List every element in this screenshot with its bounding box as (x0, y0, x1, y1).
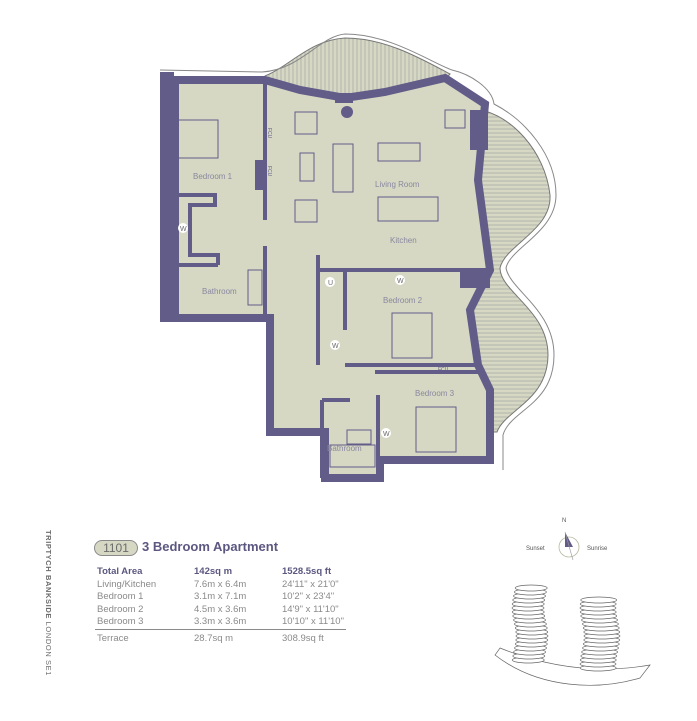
room-metric: 3.3m x 3.6m (194, 616, 247, 627)
fcu-label: FCU (266, 128, 272, 139)
terrace-right (469, 109, 551, 433)
room-label-living: Living Room (375, 180, 420, 189)
room-imperial: 10'10" x 11'10" (282, 616, 344, 627)
fcu-label: FCU (438, 367, 449, 373)
brand-location: LONDON SE1 (44, 621, 53, 677)
total-area-metric: 142sq m (194, 566, 233, 577)
brand-name: TRIPTYCH BANKSIDE (44, 530, 53, 619)
area-schedule: Total Area 142sq m 1528.5sq ft Living/Ki… (95, 566, 346, 645)
building-outline (159, 33, 557, 470)
table-divider (95, 628, 346, 633)
room-imperial: 14'9" x 11'10" (282, 603, 339, 615)
furniture (177, 109, 466, 468)
table-row: Total Area 142sq m 1528.5sq ft (95, 566, 346, 579)
internal-walls (175, 80, 478, 478)
wardrobe-markers: W W W W U (178, 223, 405, 438)
tower-floor (514, 584, 548, 592)
total-area-label: Total Area (97, 566, 143, 577)
compass-sunrise: Sunrise (587, 546, 608, 552)
terrace-metric: 28.7sq m (194, 632, 234, 644)
room-name: Bedroom 3 (97, 616, 144, 627)
compass-north: N (562, 518, 566, 524)
compass (558, 531, 580, 561)
tower-floor (580, 596, 618, 604)
brand-sidebar: TRIPTYCH BANKSIDE LONDON SE1 (44, 530, 53, 676)
building-illustration (494, 584, 651, 686)
unit-number-badge: 1101 (94, 540, 138, 556)
wardrobe-marker: W (383, 431, 390, 438)
fcu-label: FCU (266, 166, 272, 177)
room-label-bathroom2: Bathroom (327, 444, 362, 453)
room-label-bedroom3: Bedroom 3 (415, 389, 455, 398)
room-name: Bedroom 1 (97, 591, 144, 602)
apartment-type-title: 3 Bedroom Apartment (142, 539, 279, 554)
room-metric: 3.1m x 7.1m (194, 591, 247, 602)
room-metric: 4.5m x 3.6m (194, 603, 247, 615)
compass-sunset: Sunset (526, 546, 545, 552)
terrace-name: Terrace (97, 632, 129, 644)
table-row: Bedroom 2 4.5m x 3.6m 14'9" x 11'10" (95, 604, 346, 617)
room-label-bathroom1: Bathroom (202, 287, 237, 296)
room-label-kitchen: Kitchen (390, 236, 417, 245)
wardrobe-marker: W (180, 226, 187, 233)
room-imperial: 10'2" x 23'4" (282, 591, 335, 602)
room-label-bedroom2: Bedroom 2 (383, 296, 423, 305)
room-name: Living/Kitchen (97, 578, 157, 590)
table-row: Terrace 28.7sq m 308.9sq ft (95, 633, 346, 646)
terrace-imperial: 308.9sq ft (282, 632, 324, 644)
utility-marker: U (328, 280, 333, 287)
table-row: Bedroom 3 3.3m x 3.6m 10'10" x 11'10" (95, 616, 346, 629)
table-row: Living/Kitchen 7.6m x 6.4m 24'11" x 21'0" (95, 579, 346, 592)
wardrobe-marker: W (397, 278, 404, 285)
room-imperial: 24'11" x 21'0" (282, 578, 339, 590)
room-metric: 7.6m x 6.4m (194, 578, 247, 590)
room-label-bedroom1: Bedroom 1 (193, 172, 233, 181)
wardrobe-marker: W (332, 343, 339, 350)
total-area-imperial: 1528.5sq ft (282, 566, 332, 577)
room-name: Bedroom 2 (97, 603, 144, 615)
table-row: Bedroom 1 3.1m x 7.1m 10'2" x 23'4" (95, 591, 346, 604)
